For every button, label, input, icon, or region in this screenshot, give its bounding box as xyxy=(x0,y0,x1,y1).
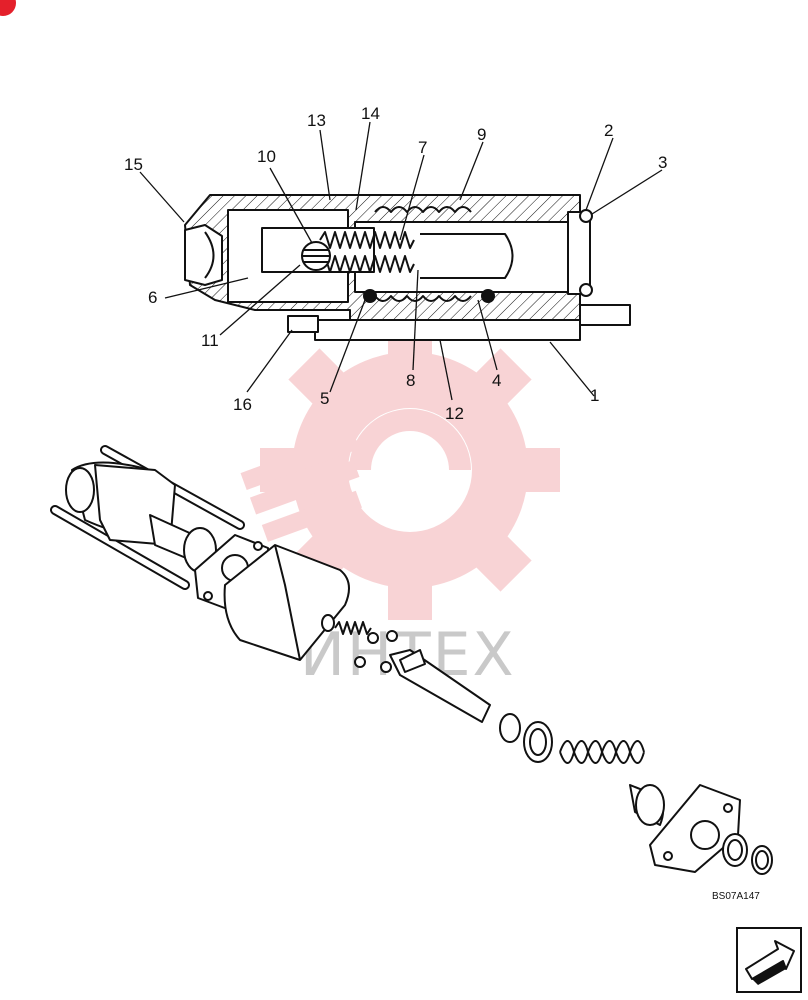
callout-labels: 1 2 3 4 5 6 7 8 9 10 11 12 13 14 15 16 xyxy=(124,104,667,423)
next-page-button[interactable] xyxy=(736,927,802,993)
callout-9: 9 xyxy=(477,125,486,144)
callout-5: 5 xyxy=(320,389,329,408)
callout-8: 8 xyxy=(406,371,415,390)
callout-7: 7 xyxy=(418,138,427,157)
corner-mark xyxy=(0,0,16,16)
callout-2: 2 xyxy=(604,121,613,140)
callout-14: 14 xyxy=(361,104,380,123)
exploded-view xyxy=(50,445,773,875)
callout-13: 13 xyxy=(307,111,326,130)
callout-3: 3 xyxy=(658,153,667,172)
callout-12: 12 xyxy=(445,404,464,423)
figure-code: BS07A147 xyxy=(712,891,760,902)
leader-lines xyxy=(139,121,663,401)
callout-15: 15 xyxy=(124,155,143,174)
callout-4: 4 xyxy=(492,371,501,390)
callout-16: 16 xyxy=(233,395,252,414)
next-page-arrow-icon xyxy=(745,940,795,985)
callout-10: 10 xyxy=(257,147,276,166)
callout-11: 11 xyxy=(201,331,219,350)
watermark-logo xyxy=(240,320,560,620)
callout-1: 1 xyxy=(590,386,599,405)
callout-6: 6 xyxy=(148,288,157,307)
cross-section-view xyxy=(184,194,631,341)
